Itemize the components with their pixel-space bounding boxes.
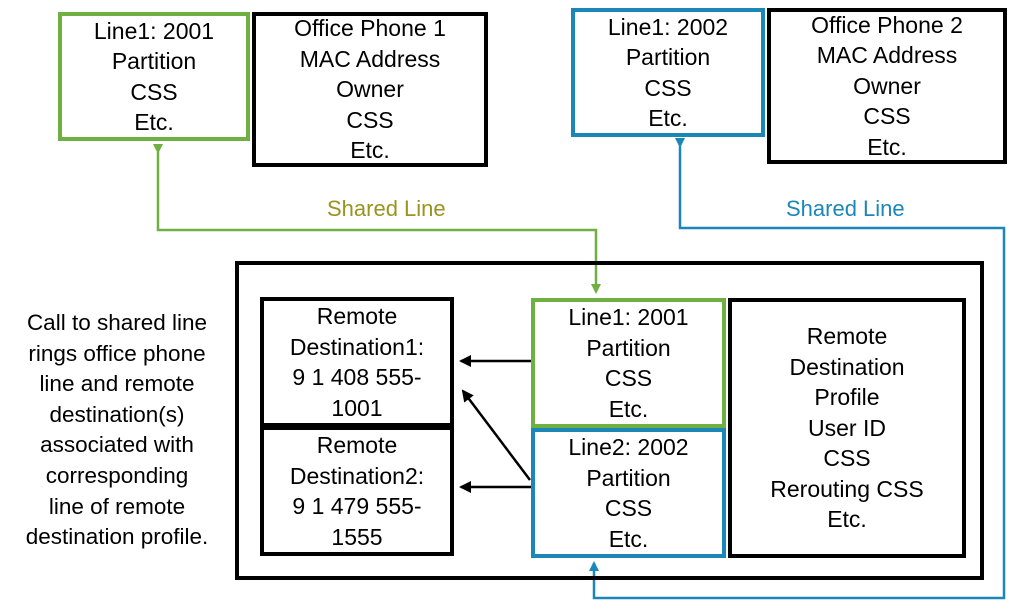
text-line: 1555 xyxy=(331,523,383,550)
text-line: line of remote xyxy=(48,493,186,519)
text-line: Rerouting CSS xyxy=(770,475,924,502)
text-line: corresponding xyxy=(45,462,189,488)
text-line: Line2: 2002 xyxy=(568,434,689,460)
text-line: CSS xyxy=(604,365,653,391)
shared-line-label-green: Shared Line xyxy=(327,196,446,221)
text-line: Line1: 2001 xyxy=(568,304,689,330)
text-line: Etc. xyxy=(350,137,390,164)
text-line: CSS xyxy=(604,495,653,521)
text-line: Partition xyxy=(586,464,671,491)
text-line: Partition xyxy=(625,44,711,70)
text-line: Owner xyxy=(853,72,921,99)
text-line: Remote xyxy=(806,323,888,350)
text-line: CSS xyxy=(346,106,394,133)
text-line: destination profile. xyxy=(25,524,209,550)
text-line: Destination xyxy=(789,353,905,380)
text-line: line and remote xyxy=(39,371,195,397)
text-line: CSS xyxy=(823,445,871,472)
text-line: rings office phone xyxy=(28,340,206,366)
text-line: Partition xyxy=(111,48,197,74)
text-line: Etc. xyxy=(608,395,649,422)
text-line: Office Phone 2 xyxy=(811,11,963,38)
text-line: destination(s) xyxy=(49,401,185,427)
explanation-note: Call to shared line rings office phone lin… xyxy=(6,308,228,553)
text-line: 9 1 408 555- xyxy=(292,364,422,390)
text-line: 1001 xyxy=(331,394,383,421)
text-line: Etc. xyxy=(608,525,649,552)
text-line: Remote xyxy=(316,432,398,458)
text-line: Etc. xyxy=(827,506,867,533)
text-line: CSS xyxy=(863,103,911,130)
shared-line-blue-connector xyxy=(589,138,1006,600)
text-line: Etc. xyxy=(867,133,907,160)
text-line: Etc. xyxy=(134,109,174,135)
text-line: Remote xyxy=(316,303,398,329)
text-line: Etc. xyxy=(648,105,688,131)
text-line: CSS xyxy=(130,78,178,105)
text-line: Partition xyxy=(586,334,671,361)
remote-destination-profile-frame xyxy=(235,261,984,580)
text-line: Line1: 2001 xyxy=(93,17,215,44)
text-line: MAC Address xyxy=(299,45,441,72)
text-line: Destination2: xyxy=(289,462,425,489)
text-line: Call to shared line xyxy=(26,310,208,335)
text-line: MAC Address xyxy=(816,42,958,69)
text-line: Profile xyxy=(814,384,880,411)
text-line: Destination1: xyxy=(289,333,425,360)
arrow-line2-to-remote-destination-1 xyxy=(461,389,531,481)
text-line: associated with xyxy=(40,432,194,458)
text-line: CSS xyxy=(644,74,692,101)
shared-line-label-blue: Shared Line xyxy=(786,196,905,221)
text-line: User ID xyxy=(808,414,886,441)
text-line: Owner xyxy=(336,76,404,103)
text-line: Office Phone 1 xyxy=(294,15,446,42)
text-line: Line1: 2002 xyxy=(607,13,729,40)
text-line: 9 1 479 555- xyxy=(292,493,422,519)
